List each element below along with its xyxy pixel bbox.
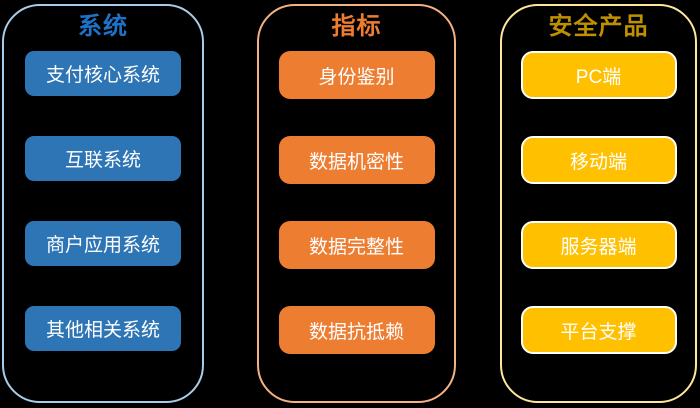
indicator-box: 数据机密性 xyxy=(278,136,435,184)
product-box: PC端 xyxy=(520,51,677,99)
panel-systems: 系统 支付核心系统 互联系统 商户应用系统 其他相关系统 xyxy=(2,4,204,403)
system-box: 商户应用系统 xyxy=(25,221,181,266)
product-box: 平台支撑 xyxy=(520,306,677,354)
indicator-box: 数据完整性 xyxy=(278,221,435,269)
panel-indicators: 指标 身份鉴别 数据机密性 数据完整性 数据抗抵赖 xyxy=(257,4,456,403)
product-box: 移动端 xyxy=(520,136,677,184)
panel-security-products: 安全产品 PC端 移动端 服务器端 平台支撑 xyxy=(500,4,697,403)
system-box: 其他相关系统 xyxy=(25,306,181,351)
indicator-box: 身份鉴别 xyxy=(278,51,435,99)
system-box: 互联系统 xyxy=(25,136,181,181)
panel-title-systems: 系统 xyxy=(78,13,128,40)
indicator-box: 数据抗抵赖 xyxy=(278,306,435,354)
product-box: 服务器端 xyxy=(520,221,677,269)
system-box: 支付核心系统 xyxy=(25,51,181,96)
panel-title-indicators: 指标 xyxy=(331,13,382,40)
panel-title-security-products: 安全产品 xyxy=(548,13,649,40)
